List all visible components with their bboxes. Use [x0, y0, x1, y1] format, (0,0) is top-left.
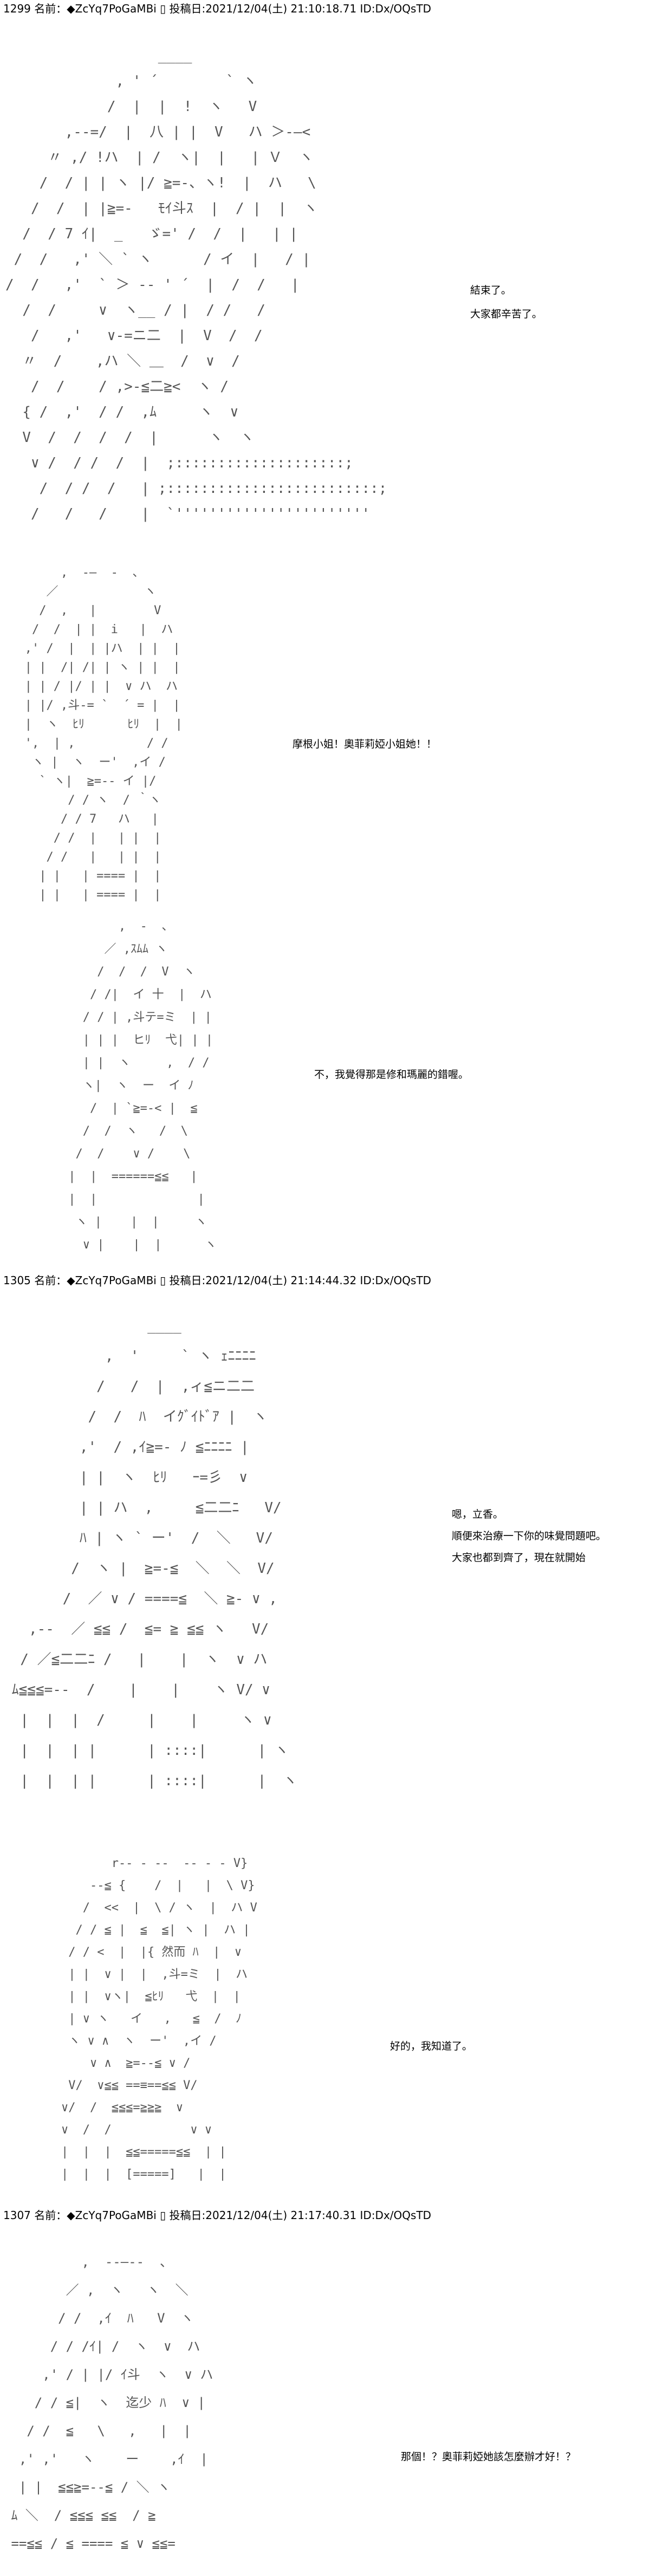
dialogue-box: 好的，我知道了。 — [390, 2038, 472, 2055]
dialogue-line: 摩根小姐！奧菲莉婭小姐她！！ — [292, 738, 437, 750]
dialogue-line: 順便來治療一下你的味覺問題吧。 — [452, 1530, 607, 1542]
dialogue-line: 結束了。 — [470, 284, 512, 296]
dialogue-line: 嗯，立香。 — [452, 1508, 504, 1520]
dialogue-box: 嗯，立香。 順便來治療一下你的味覺問題吧。 大家也都到齊了，現在就開始 — [452, 1504, 606, 1569]
ascii-art-character: ____ , ' ´ ` ヽ / | | ! ヽ V ,-‐=/ | 八 | |… — [5, 48, 387, 522]
ascii-art-character: , -― - 、 ／ ヽ / , | V / / | | i | ハ ,' / … — [24, 566, 183, 902]
ascii-art-character: , -‐―‐- 、 ／ , ヽ ヽ ＼ / / ,ｲ ﾊ V ヽ / / /ｲ|… — [11, 2254, 213, 2551]
dialogue-box: 不，我覺得那是修和瑪麗的錯喔。 — [314, 1066, 469, 1083]
dialogue-line: 好的，我知道了。 — [390, 2040, 473, 2052]
ascii-art-character: r-‐ ‐ -- -- ‐ ‐ V} --≦ { / | | \ V} / <<… — [61, 1857, 257, 2181]
dialogue-line: 那個！？奧菲莉婭她該怎麼辦才好！？ — [401, 2451, 576, 2463]
dialogue-box: 結束了。 大家都辛苦了。 — [470, 282, 542, 323]
post-header-1305: 1305 名前：◆ZcYq7PoGaMBi ▯ 投稿日:2021/12/04(土… — [3, 1274, 432, 1287]
dialogue-line: 不，我覺得那是修和瑪麗的錯喔。 — [314, 1069, 469, 1081]
post-header-1299: 1299 名前：◆ZcYq7PoGaMBi ▯ 投稿日:2021/12/04(土… — [3, 2, 432, 15]
dialogue-line: 大家也都到齊了，現在就開始 — [452, 1552, 586, 1564]
post-header-1307: 1307 名前：◆ZcYq7PoGaMBi ▯ 投稿日:2021/12/04(土… — [3, 2209, 432, 2222]
dialogue-box: 摩根小姐！奧菲莉婭小姐她！！ — [292, 736, 437, 753]
ascii-art-character: ____ , ' ` ヽ ｪﾆﾆﾆﾆ / / | ,ィ≦ニ二二 / / ﾊ イｸ… — [11, 1318, 297, 1789]
dialogue-line: 大家都辛苦了。 — [470, 308, 543, 320]
dialogue-box: 那個！？奧菲莉婭她該怎麼辦才好！？ — [401, 2448, 576, 2466]
ascii-art-character: , - 、 ／ ,ｽﾑﾑ ヽ / / / V ヽ / /| イ 十 | ハ / … — [68, 920, 217, 1252]
